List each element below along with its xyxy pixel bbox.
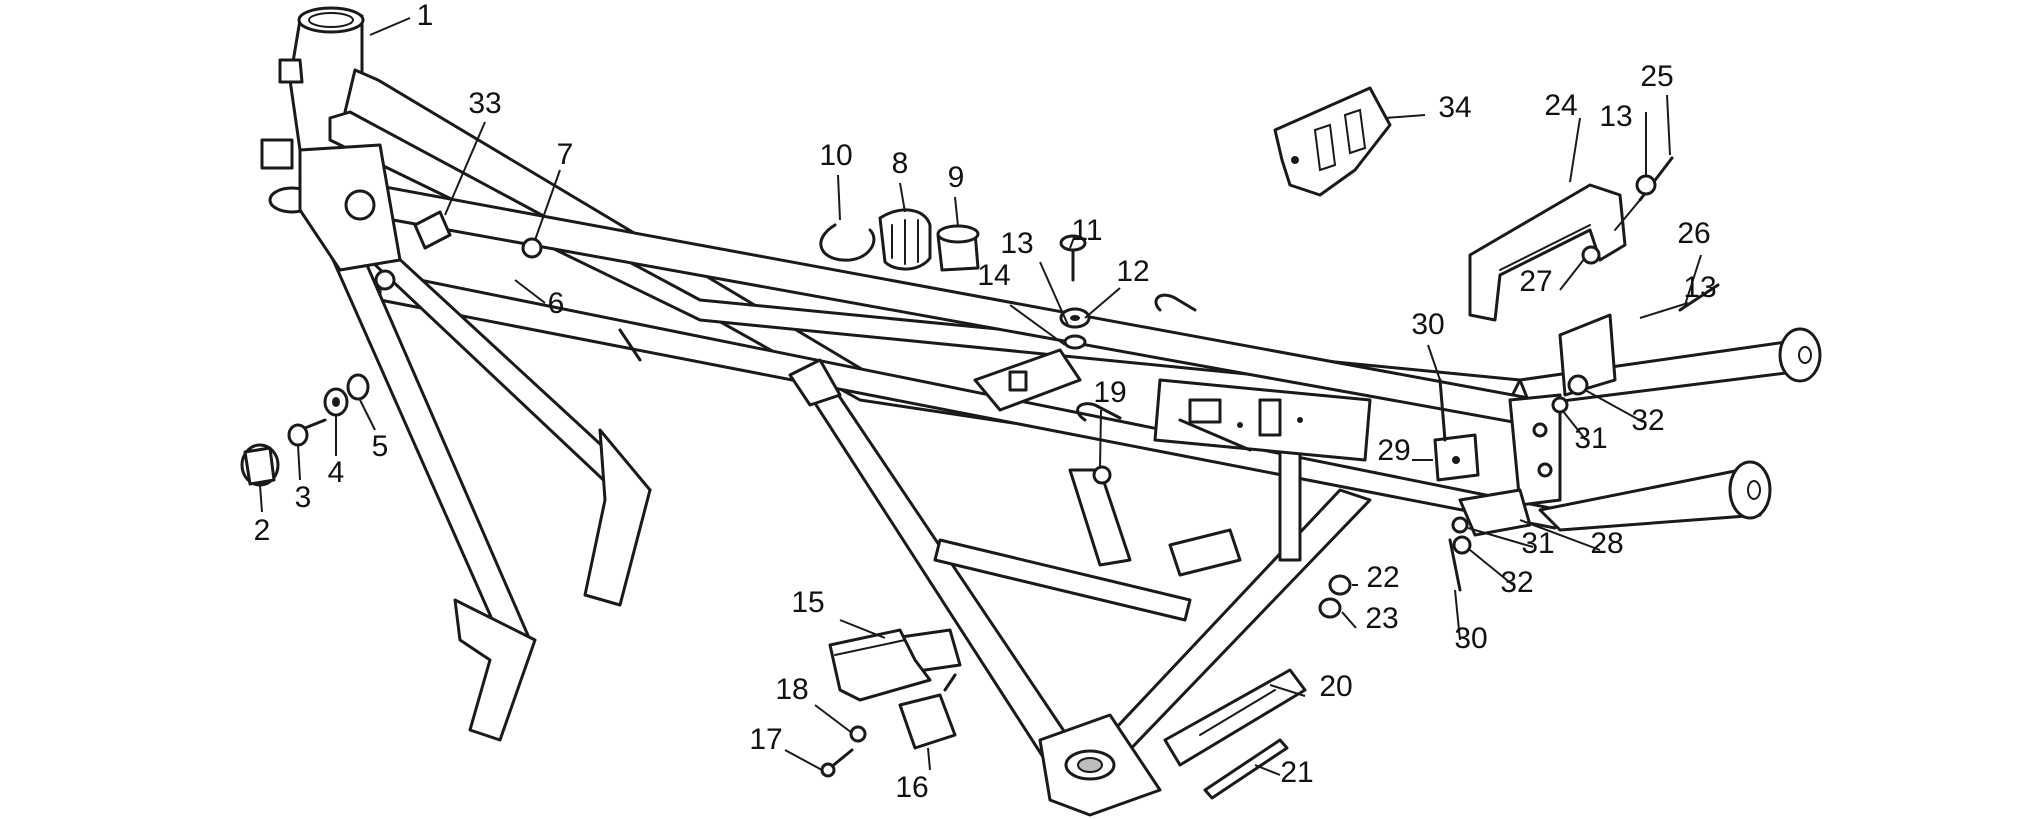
bracket-28-icon xyxy=(1458,488,1532,537)
head-lug xyxy=(278,58,304,84)
washer-icon xyxy=(323,387,349,417)
clip-19-icon xyxy=(1076,402,1122,422)
callout-c32b: 32 xyxy=(1500,566,1533,599)
frame-assembly xyxy=(260,6,1822,817)
nut-22-icon xyxy=(1328,574,1352,596)
battery-holder-15-icon xyxy=(828,628,932,702)
callout-c26: 26 xyxy=(1677,217,1710,250)
stand-bracket-20-icon xyxy=(1163,668,1307,767)
spacer-icon xyxy=(346,373,370,401)
callout-c29: 29 xyxy=(1377,434,1410,467)
nut-icon xyxy=(521,237,543,259)
bolt-26-icon xyxy=(1678,283,1720,312)
callout-c21: 21 xyxy=(1280,756,1313,789)
rubber-boot-icon xyxy=(878,208,932,271)
callout-c15: 15 xyxy=(791,586,824,619)
callout-c13c: 13 xyxy=(1683,271,1716,304)
callout-c13: 13 xyxy=(1000,227,1033,260)
tube-joint xyxy=(788,358,842,407)
callout-c31b: 31 xyxy=(1521,527,1554,560)
callout-c12: 12 xyxy=(1116,255,1149,288)
pin-21-icon xyxy=(1203,738,1289,800)
side-bracket-plate xyxy=(1558,313,1617,397)
rear-lower-rail-end xyxy=(1728,460,1772,520)
rubber-cap-icon xyxy=(240,443,280,487)
callout-c19: 19 xyxy=(1093,376,1126,409)
bushing-icon xyxy=(936,224,980,272)
callout-c1: 1 xyxy=(417,0,434,32)
callout-c22: 22 xyxy=(1366,561,1399,594)
washer-31b-icon xyxy=(1451,516,1469,534)
battery-strap-16-icon xyxy=(898,673,957,750)
bolt-11-icon xyxy=(1059,234,1087,282)
callout-c30: 30 xyxy=(1411,308,1444,341)
mid-bracket xyxy=(1068,468,1132,567)
rear-side-plate xyxy=(1508,393,1562,507)
nut-32b-icon xyxy=(1452,535,1472,555)
mounting-plate-icon xyxy=(1273,86,1392,197)
callout-c9: 9 xyxy=(948,161,965,194)
callout-c30b: 30 xyxy=(1454,622,1487,655)
callout-c27: 27 xyxy=(1519,265,1552,298)
left-leg-bracket xyxy=(453,598,537,742)
cable-clip-icon xyxy=(413,210,452,250)
nut-32-icon xyxy=(1567,374,1589,396)
callout-c13b: 13 xyxy=(1599,100,1632,133)
callout-c32: 32 xyxy=(1631,404,1664,437)
washer-18-icon xyxy=(849,725,867,743)
rear-carrier-bracket xyxy=(1468,183,1641,397)
callout-c2: 2 xyxy=(254,514,271,547)
callout-c25: 25 xyxy=(1640,60,1673,93)
rubber-block-29-icon xyxy=(1433,433,1480,482)
callout-c34: 34 xyxy=(1438,91,1471,124)
nut-23-icon xyxy=(1318,597,1342,619)
leader-lines xyxy=(259,17,1702,776)
hose-clamp-icon xyxy=(819,223,876,262)
callout-c33: 33 xyxy=(468,87,501,120)
bolt-30-icon xyxy=(1438,378,1447,442)
cable-hook-icon xyxy=(1154,293,1197,312)
callout-c20: 20 xyxy=(1319,670,1352,703)
loose-parts xyxy=(240,86,1720,800)
callout-c31: 31 xyxy=(1574,422,1607,455)
callout-c4: 4 xyxy=(328,456,345,489)
callout-c3: 3 xyxy=(295,481,312,514)
callout-c11: 11 xyxy=(1071,214,1102,247)
bolt-30b-icon xyxy=(1448,538,1462,592)
callout-c6: 6 xyxy=(548,287,565,320)
callout-c10: 10 xyxy=(819,139,852,172)
washer-12-icon xyxy=(1059,307,1091,350)
callout-c5: 5 xyxy=(372,430,389,463)
steering-head-opening xyxy=(297,6,365,34)
second-backbone-tube xyxy=(328,110,1522,402)
callout-c23: 23 xyxy=(1365,602,1398,635)
callout-c14: 14 xyxy=(977,259,1010,292)
rear-frame-tube xyxy=(1278,448,1302,562)
callout-c17: 17 xyxy=(749,723,782,756)
bolt-17-icon xyxy=(828,748,854,770)
left-inner-leg xyxy=(583,428,652,607)
bolt-icon xyxy=(287,418,327,447)
head-lug-lower xyxy=(260,138,294,170)
rear-lower-rail xyxy=(1538,468,1762,532)
callout-c16: 16 xyxy=(895,771,928,804)
mid-clamp xyxy=(1168,528,1242,577)
callout-c8: 8 xyxy=(892,147,909,180)
center-cross-tube xyxy=(933,538,1192,622)
callout-c18: 18 xyxy=(775,673,808,706)
callout-c24: 24 xyxy=(1544,89,1577,122)
washer-31-icon xyxy=(1551,396,1569,414)
callout-c28: 28 xyxy=(1590,527,1623,560)
callout-c7: 7 xyxy=(557,138,574,171)
